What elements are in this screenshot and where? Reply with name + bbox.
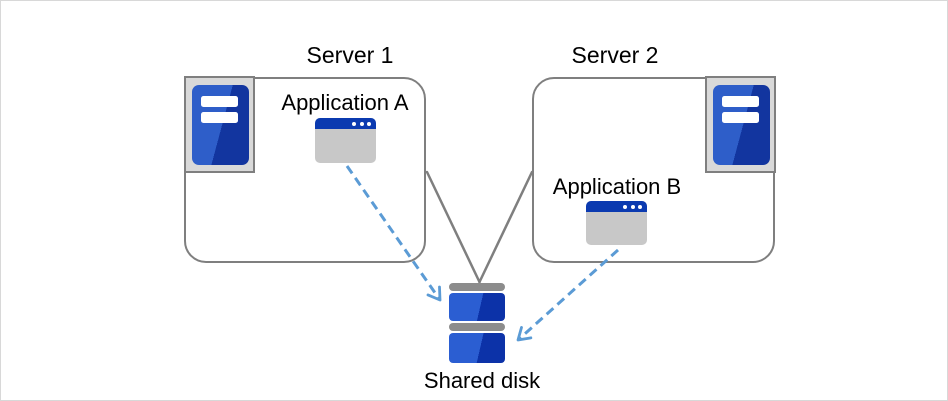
tower-slot-bar [201,112,238,123]
window-dot [367,121,371,126]
server-tower-icon [192,85,249,165]
server-1-label: Server 1 [306,42,394,68]
disk-stack-icon [449,333,505,363]
application-b-disk-arrow [516,248,620,342]
app-window-titlebar [315,118,376,129]
disk-stack-icon [449,323,505,331]
tower-slot-bar [722,96,759,107]
window-dot [630,204,635,209]
app-window-dots [352,121,371,126]
server-tower-icon [713,85,770,165]
server-1-icon-frame [184,76,255,173]
server-2-icon-frame [705,76,776,173]
app-window-titlebar [586,201,647,212]
application-b-label: Application B [552,174,682,199]
app-window-icon [586,201,647,245]
app-window-dots [623,204,642,209]
app-window-icon [315,118,376,163]
disk-stack-icon [449,283,505,291]
server-2-disk-connector [478,170,534,284]
server-2-label: Server 2 [571,42,659,68]
window-dot [623,204,627,209]
window-dot [638,204,642,209]
tower-slot-bar [201,96,238,107]
shared-disk-label: Shared disk [423,368,541,393]
server-1-disk-connector [425,170,481,284]
window-dot [359,121,364,126]
window-dot [352,121,356,126]
disk-stack-icon [449,293,505,321]
application-a-label: Application A [281,90,409,115]
tower-slot-bar [722,112,759,123]
